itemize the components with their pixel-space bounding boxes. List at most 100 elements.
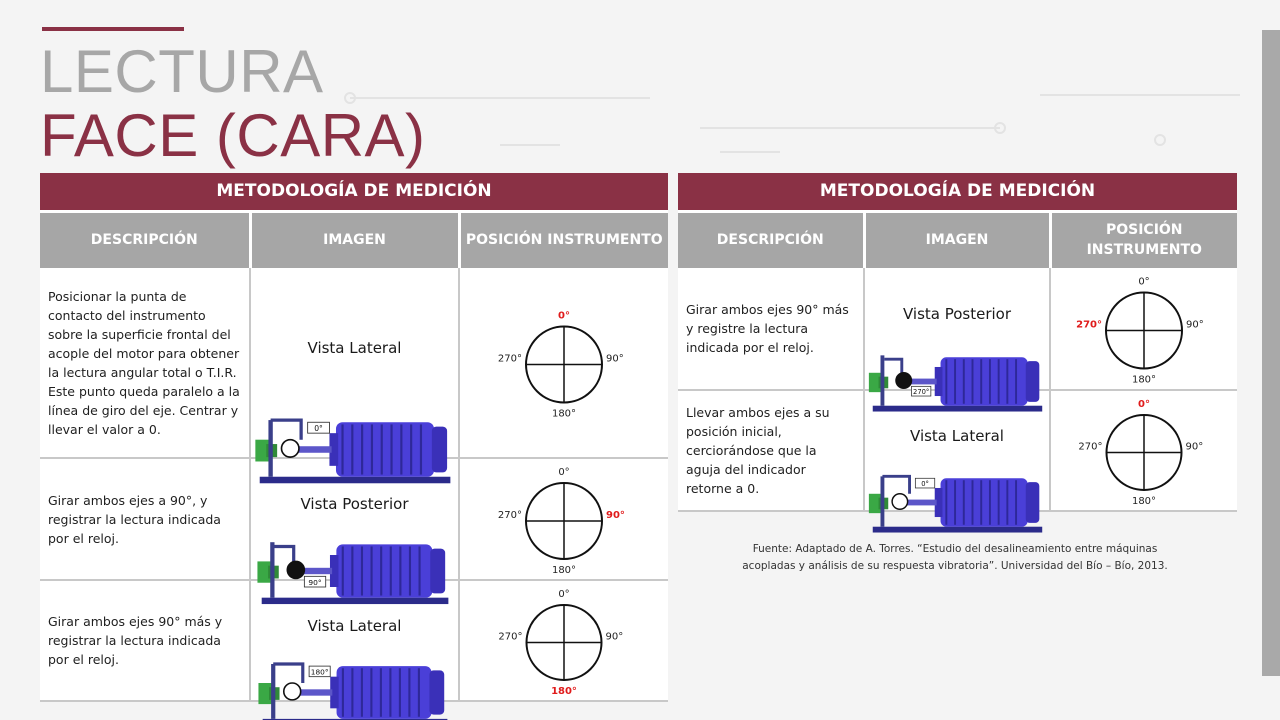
- dial-label-bottom: 180°: [1132, 496, 1156, 507]
- right-row1-view-label: Vista Posterior: [902, 304, 1012, 323]
- motor-shaft: [903, 499, 937, 505]
- position-dial: 0° 90° 180° 270°: [498, 467, 625, 576]
- left-row3-view-label: Vista Lateral: [307, 616, 402, 635]
- dial-label-bottom: 180°: [551, 686, 577, 697]
- position-dial: 0° 90° 180° 270°: [498, 589, 624, 697]
- motor-flange: [934, 487, 943, 517]
- motor-body: [940, 477, 1028, 527]
- dial-label-bottom: 180°: [552, 409, 576, 420]
- indicator-bracket: [884, 357, 904, 377]
- indicator-post: [880, 354, 885, 406]
- right-header-position: POSICIÓN INSTRUMENTO: [1050, 211, 1238, 268]
- motor-shaft: [294, 445, 332, 453]
- dial-label-left: 270°: [498, 632, 522, 643]
- left-row2-description: Girar ambos ejes a 90°, y registrar la l…: [40, 458, 251, 581]
- dial-label-top: 0°: [1138, 399, 1150, 410]
- side-accent-bar: [1262, 30, 1280, 676]
- left-row2-position: 0° 90° 180° 270°: [459, 458, 669, 581]
- right-table-banner: METODOLOGÍA DE MEDICIÓN: [678, 173, 1238, 213]
- dial-indicator: [891, 492, 909, 510]
- gauge-tag-label: 180°: [311, 667, 329, 676]
- dial-label-top: 0°: [558, 467, 569, 478]
- motor-body: [336, 665, 432, 719]
- dial-label-top: 0°: [558, 589, 569, 600]
- position-dial: 0° 90° 180° 270°: [1076, 277, 1204, 386]
- left-header-position: POSICIÓN INSTRUMENTO: [459, 211, 669, 268]
- left-row3-position: 0° 90° 180° 270°: [459, 580, 669, 702]
- motor-flange: [329, 555, 339, 587]
- left-table-banner: METODOLOGÍA DE MEDICIÓN: [40, 173, 669, 213]
- dial-label-right: 90°: [606, 354, 624, 365]
- left-method-table: METODOLOGÍA DE MEDICIÓN DESCRIPCIÓN IMAG…: [40, 173, 669, 720]
- indicator-bracket: [273, 661, 305, 683]
- left-row3-description: Girar ambos ejes 90° más y registrar la …: [40, 580, 251, 702]
- dial-label-bottom: 180°: [552, 565, 576, 576]
- motor-illustration: 180°: [258, 661, 448, 720]
- right-header-image: IMAGEN: [864, 211, 1052, 268]
- motor-illustration: 0°: [868, 474, 1043, 533]
- gauge-tag-box: [914, 477, 936, 488]
- dial-label-left: 270°: [498, 354, 522, 365]
- right-row2-image: 0° Vista Lateral: [864, 390, 1051, 533]
- left-header-image: IMAGEN: [250, 211, 461, 268]
- position-dial: 0° 90° 180° 270°: [498, 311, 624, 420]
- source-citation: Fuente: Adaptado de A. Torres. “Estudio …: [742, 543, 1168, 572]
- motor-flange: [329, 432, 339, 466]
- dial-label-right: 90°: [1186, 442, 1204, 453]
- gauge-tag-label: 0°: [314, 423, 323, 432]
- indicator-post: [270, 542, 275, 598]
- page-title-line2: FACE (CARA): [40, 102, 426, 169]
- right-row1-description: Girar ambos ejes 90° más y registre la l…: [678, 268, 865, 391]
- left-row2-image: 90° Vista Posterior: [250, 458, 460, 605]
- motor-shaft: [296, 688, 333, 696]
- dial-label-right: 90°: [606, 632, 624, 643]
- right-row2-position: 0° 90° 180° 270°: [1050, 390, 1238, 512]
- motor-end-cap: [429, 669, 445, 715]
- page-title-line1: LECTURA: [40, 38, 324, 105]
- right-row1-position: 0° 90° 180° 270°: [1050, 268, 1238, 391]
- title-accent-bar: [42, 27, 184, 31]
- motor-base: [872, 526, 1043, 533]
- right-header-description: DESCRIPCIÓN: [678, 211, 866, 268]
- left-row1-position: 0° 90° 180° 270°: [459, 268, 669, 459]
- right-row2-description: Llevar ambos ejes a su posición inicial,…: [678, 390, 865, 512]
- dial-label-right: 90°: [1186, 320, 1204, 331]
- motor-flange: [330, 676, 339, 708]
- left-row3-image: 180° Vista Lateral: [250, 580, 460, 720]
- gauge-tag-box: [307, 421, 330, 434]
- motor-base: [262, 718, 448, 720]
- motor-end-cap: [1025, 481, 1040, 523]
- right-row2-view-label: Vista Lateral: [910, 426, 1004, 445]
- indicator-bracket: [274, 544, 296, 566]
- dial-label-top: 0°: [558, 311, 570, 322]
- dial-label-left: 270°: [1078, 442, 1102, 453]
- position-dial: 0° 90° 180° 270°: [1078, 399, 1204, 507]
- left-row2-view-label: Vista Posterior: [300, 495, 409, 513]
- indicator-post: [268, 419, 273, 477]
- dial-indicator: [286, 560, 306, 580]
- left-row1-image: 0° Vista Lateral: [250, 268, 460, 483]
- indicator-post: [271, 663, 276, 719]
- dial-indicator: [282, 681, 302, 701]
- dial-indicator: [895, 371, 913, 389]
- motor-shaft: [903, 378, 937, 384]
- left-row1-view-label: Vista Lateral: [307, 338, 402, 357]
- left-header-description: DESCRIPCIÓN: [40, 211, 252, 268]
- indicator-bracket: [882, 474, 912, 494]
- dial-label-right: 90°: [606, 510, 625, 521]
- gauge-tag-label: 0°: [921, 480, 929, 488]
- motor-flange: [934, 366, 943, 396]
- right-row1-image: 270° Vista Posterior: [864, 268, 1051, 412]
- motor-shaft: [295, 567, 333, 575]
- dial-label-left: 270°: [498, 510, 522, 521]
- indicator-bracket: [270, 417, 303, 440]
- gauge-tag-box: [308, 665, 331, 677]
- dial-label-top: 0°: [1138, 277, 1149, 288]
- indicator-post: [880, 475, 885, 527]
- dial-label-bottom: 180°: [1132, 375, 1156, 386]
- left-row1-description: Posicionar la punta de contacto del inst…: [40, 268, 251, 459]
- dial-label-left: 270°: [1076, 320, 1102, 331]
- dial-indicator: [280, 438, 300, 458]
- right-method-table: METODOLOGÍA DE MEDICIÓN DESCRIPCIÓN IMAG…: [678, 173, 1238, 533]
